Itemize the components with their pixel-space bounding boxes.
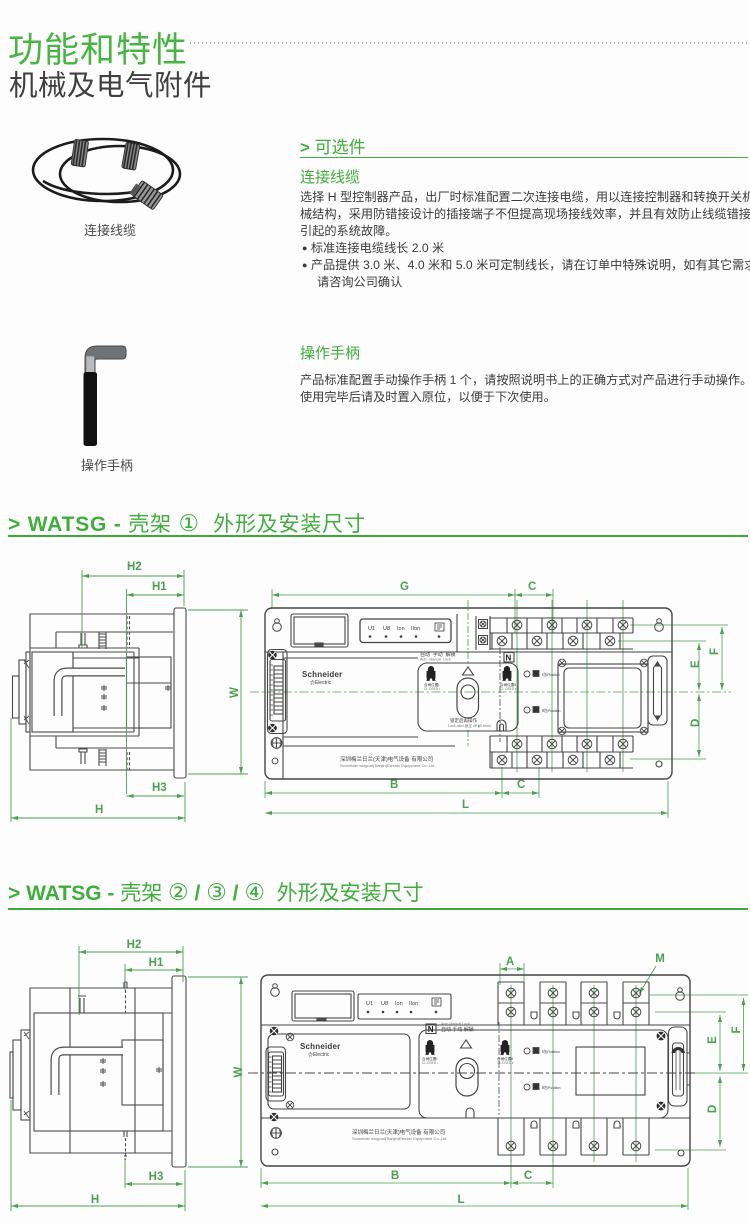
- svg-text:Ⅱ缶Position: Ⅱ缶Position: [542, 1084, 560, 1090]
- svg-text:N: N: [506, 654, 512, 663]
- svg-text:F: F: [731, 1026, 743, 1033]
- svg-text:Lock after 锁定 off ▮0.5mm: Lock after 锁定 off ▮0.5mm: [448, 723, 491, 728]
- svg-text:Schneider wingoal(Tianjin)Elec: Schneider wingoal(Tianjin)Electric Equip…: [340, 763, 434, 768]
- svg-text:L: L: [457, 1194, 464, 1206]
- svg-text:H2: H2: [127, 561, 142, 573]
- svg-text:Auto Manual Lock: Auto Manual Lock: [441, 1022, 470, 1026]
- svg-text:H3: H3: [152, 782, 167, 794]
- svg-text:Ion: Ion: [395, 1001, 403, 1007]
- svg-text:Ion: Ion: [397, 626, 405, 632]
- svg-text:Ⅱ缶Position: Ⅱ缶Position: [542, 707, 560, 713]
- svg-text:Ⅰ缶Position: Ⅰ缶Position: [542, 1048, 560, 1054]
- svg-text:A: A: [506, 956, 514, 968]
- svg-text:C: C: [528, 581, 536, 593]
- svg-text:M: M: [655, 953, 665, 965]
- svg-text:合闸位置Ⅰ: 合闸位置Ⅰ: [422, 1056, 437, 1061]
- svg-text:CL.OSED Ⅰ: CL.OSED Ⅰ: [424, 687, 440, 691]
- svg-text:合闸位置Ⅱ: 合闸位置Ⅱ: [497, 1056, 513, 1061]
- svg-text:Auto Manual Lock: Auto Manual Lock: [420, 658, 451, 662]
- svg-text:自动 手动 解锁: 自动 手动 解锁: [441, 1026, 474, 1033]
- svg-text:W: W: [229, 687, 241, 698]
- svg-text:合闸位置Ⅱ: 合闸位置Ⅱ: [500, 682, 516, 687]
- svg-text:IIon: IIon: [409, 1001, 418, 1007]
- svg-text:U1: U1: [368, 626, 375, 632]
- svg-text:H: H: [91, 1194, 99, 1206]
- svg-text:深圳梅兰日兰(天津)电气设备 有限公司: 深圳梅兰日兰(天津)电气设备 有限公司: [352, 1128, 445, 1136]
- svg-text:F: F: [709, 648, 721, 655]
- svg-text:C: C: [524, 1170, 532, 1182]
- svg-text:E: E: [707, 1036, 719, 1044]
- svg-text:锁定后再操作: 锁定后再操作: [450, 717, 477, 724]
- svg-text:B: B: [391, 1170, 399, 1182]
- svg-text:CL.OSED Ⅰ: CL.OSED Ⅰ: [422, 1061, 438, 1065]
- svg-text:合闸位置Ⅰ: 合闸位置Ⅰ: [424, 682, 439, 687]
- svg-text:H2: H2: [127, 939, 142, 951]
- svg-text:E: E: [690, 660, 702, 668]
- svg-text:U8: U8: [383, 626, 390, 632]
- svg-text:B: B: [390, 779, 398, 791]
- svg-text:H1: H1: [152, 581, 167, 593]
- svg-text:Ⅰ缶Position: Ⅰ缶Position: [542, 671, 560, 677]
- svg-text:U8: U8: [381, 1001, 388, 1007]
- svg-text:C: C: [517, 779, 525, 791]
- svg-text:L: L: [462, 799, 469, 811]
- svg-text:Schneider wingoal(Tianjin)Elec: Schneider wingoal(Tianjin)Electric Equip…: [352, 1136, 446, 1141]
- svg-text:Schneider: Schneider: [302, 670, 342, 679]
- svg-text:CL.OSED Ⅱ: CL.OSED Ⅱ: [497, 1061, 514, 1065]
- svg-text:IIon: IIon: [411, 626, 420, 632]
- svg-text:深圳梅兰日兰(天津)电气设备 有限公司: 深圳梅兰日兰(天津)电气设备 有限公司: [340, 755, 433, 763]
- svg-text:CL.OSED Ⅱ: CL.OSED Ⅱ: [500, 687, 517, 691]
- svg-text:G: G: [400, 581, 409, 593]
- svg-text:W: W: [233, 1066, 245, 1077]
- svg-text:⚝Electric: ⚝Electric: [310, 680, 332, 686]
- svg-text:自动 手动 解锁: 自动 手动 解锁: [420, 651, 456, 658]
- svg-text:H3: H3: [149, 1171, 164, 1183]
- svg-text:H: H: [95, 804, 103, 816]
- svg-text:U1: U1: [366, 1001, 373, 1007]
- svg-text:D: D: [707, 1105, 719, 1113]
- svg-text:Schneider: Schneider: [300, 1042, 340, 1051]
- svg-text:⚝Electric: ⚝Electric: [308, 1052, 330, 1058]
- svg-text:D: D: [690, 719, 702, 727]
- svg-text:H1: H1: [149, 957, 164, 969]
- svg-text:N: N: [428, 1025, 434, 1034]
